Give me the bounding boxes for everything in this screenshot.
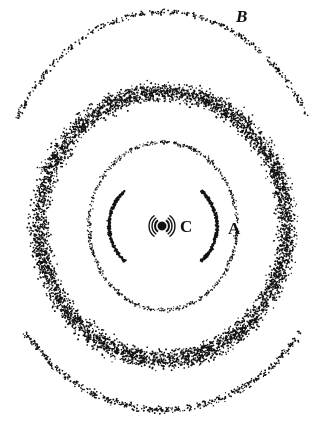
label-b: B	[235, 7, 247, 26]
central-beam-spot	[149, 215, 175, 236]
speckle-rings	[15, 8, 308, 414]
beam-core	[158, 222, 167, 231]
label-a: A	[228, 219, 241, 238]
label-c: C	[180, 217, 192, 236]
